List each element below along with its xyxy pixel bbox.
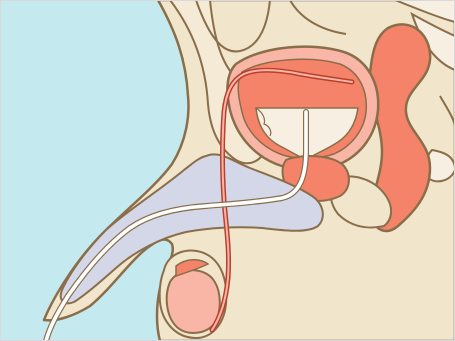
testis	[167, 270, 220, 333]
